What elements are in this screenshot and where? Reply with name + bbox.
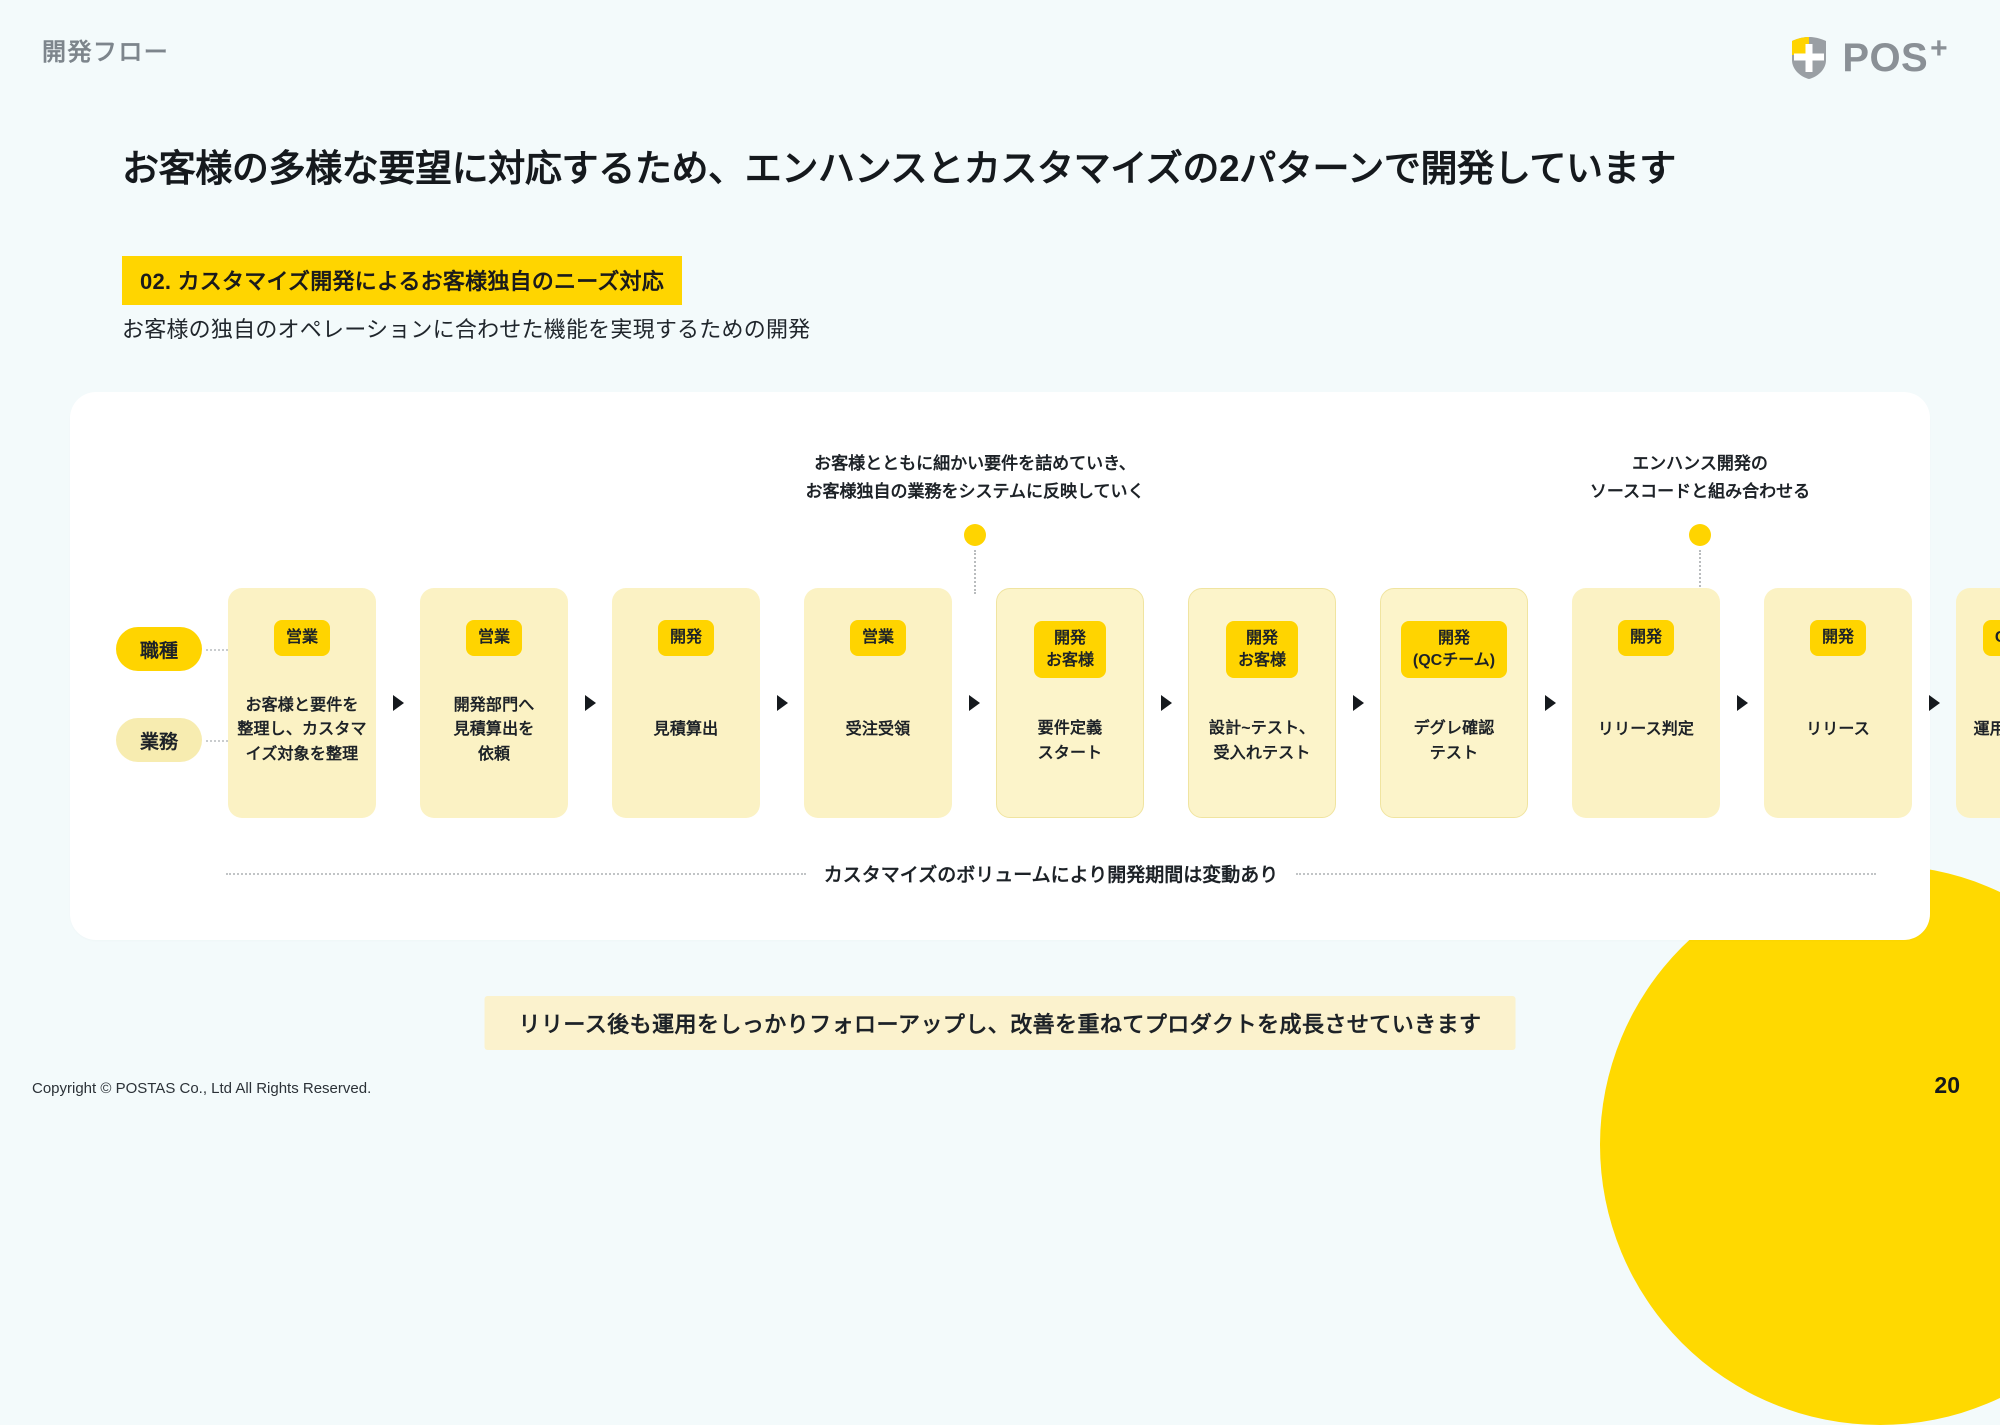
section-tag: 02. カスタマイズ開発によるお客様独自のニーズ対応 xyxy=(122,256,682,305)
pin-connector-line xyxy=(974,550,976,595)
corner-decoration-circle xyxy=(1600,865,2000,1425)
duration-note: カスタマイズのボリュームにより開発期間は変動あり xyxy=(226,860,1877,887)
pin-icon xyxy=(964,524,986,547)
flow-step-card[interactable]: 開発リリース判定 xyxy=(1572,588,1720,818)
flow-arrow-icon xyxy=(568,588,612,818)
flow-arrow-icon xyxy=(1528,588,1572,818)
page-eyebrow: 開発フロー xyxy=(42,39,170,66)
flow-arrow-icon xyxy=(376,588,420,818)
flow-arrow-icon xyxy=(1144,588,1188,818)
flow-step-label: 要件定義 スタート xyxy=(1037,719,1103,762)
post-logo: POS + xyxy=(1790,34,1948,80)
callout-enhance-merge: エンハンス開発の ソースコードと組み合わせる xyxy=(1480,450,1920,595)
flow-step-body: リリース xyxy=(1798,656,1878,818)
flow-step-label: デグレ確認 テスト xyxy=(1413,719,1495,762)
row-label-role: 職種 xyxy=(116,627,202,671)
flow-step-label: 運用・導入支援 xyxy=(1973,721,2000,739)
flow-step-role-badge: CS・開発 xyxy=(1982,620,2000,656)
flow-step-label: お客様と要件を 整理し、カスタマ イズ対象を整理 xyxy=(237,696,367,764)
flow-step-label: リリース xyxy=(1806,721,1870,739)
flow-step-card[interactable]: 営業お客様と要件を 整理し、カスタマ イズ対象を整理 xyxy=(228,588,376,818)
flow-step-role-badge: 開発 お客様 xyxy=(1225,621,1298,679)
flow-step-body: お客様と要件を 整理し、カスタマ イズ対象を整理 xyxy=(229,656,374,818)
callout-line-2: ソースコードと組み合わせる xyxy=(1589,482,1811,502)
flow-arrow-icon xyxy=(1720,588,1764,818)
copyright-text: Copyright © POSTAS Co., Ltd All Rights R… xyxy=(32,1080,372,1097)
page-title: お客様の多様な要望に対応するため、エンハンスとカスタマイズの2パターンで開発して… xyxy=(122,148,1676,189)
row-label-task: 業務 xyxy=(116,718,202,762)
flow-arrow-icon xyxy=(1912,588,1956,818)
flow-step-body: 見積算出 xyxy=(646,656,727,818)
flow-step-role-badge: 開発 お客様 xyxy=(1033,621,1106,679)
flow-step-label: リリース判定 xyxy=(1597,721,1695,739)
flow-arrow-icon xyxy=(952,588,996,818)
flow-step-body: デグレ確認 テスト xyxy=(1406,678,1503,817)
flow-step-card[interactable]: CS・開発運用・導入支援 xyxy=(1956,588,2000,818)
post-logo-wordmark: POS + xyxy=(1842,34,1948,80)
callout-line-1: エンハンス開発の xyxy=(1632,454,1768,473)
flow-step-body: 設計~テスト、 受入れテスト xyxy=(1201,678,1323,817)
pin-icon xyxy=(1689,524,1711,547)
flow-step-body: 受注受領 xyxy=(838,656,919,818)
flow-step-card[interactable]: 営業受注受領 xyxy=(804,588,952,818)
flow-step-card[interactable]: 開発見積算出 xyxy=(612,588,760,818)
flow-step-card[interactable]: 開発 (QCチーム) デグレ確認 テスト xyxy=(1380,588,1528,818)
section-description: お客様の独自のオペレーションに合わせた機能を実現するための開発 xyxy=(122,317,811,342)
note-dash-right xyxy=(1296,872,1877,875)
flow-step-body: 運用・導入支援 xyxy=(1965,656,2000,818)
flow-step-body: 開発部門へ 見積算出を 依頼 xyxy=(446,656,543,818)
flow-step-role-badge: 営業 xyxy=(273,620,330,656)
flow-step-label: 設計~テスト、 受入れテスト xyxy=(1208,719,1316,762)
flow-step-body: 要件定義 スタート xyxy=(1030,678,1111,817)
flow-step-role-badge: 営業 xyxy=(465,620,522,656)
flow-step-body: リリース判定 xyxy=(1590,656,1702,818)
callout-line-1: お客様とともに細かい要件を詰めていき、 xyxy=(814,454,1136,473)
flow-step-role-badge: 開発 xyxy=(1617,620,1674,656)
flow-arrow-icon xyxy=(760,588,804,818)
flow-step-role-badge: 営業 xyxy=(849,620,906,656)
flow-step-label: 開発部門へ 見積算出を 依頼 xyxy=(453,696,535,764)
post-logo-plus: + xyxy=(1930,32,1948,65)
callout-requirements: お客様とともに細かい要件を詰めていき、 お客様独自の業務をシステムに反映していく xyxy=(675,450,1275,595)
note-text: カスタマイズのボリュームにより開発期間は変動あり xyxy=(823,865,1279,886)
note-dash-left xyxy=(226,872,806,875)
post-logo-text: POS xyxy=(1842,36,1929,80)
flow-step-role-badge: 開発 (QCチーム) xyxy=(1400,621,1508,679)
flow-step-card[interactable]: 開発 お客様設計~テスト、 受入れテスト xyxy=(1188,588,1336,818)
flow-step-label: 見積算出 xyxy=(653,721,719,739)
flow-steps-row: 営業お客様と要件を 整理し、カスタマ イズ対象を整理営業開発部門へ 見積算出を … xyxy=(228,588,2000,818)
pin-connector-line xyxy=(1699,550,1701,595)
flow-step-role-badge: 開発 xyxy=(657,620,714,656)
flow-step-card[interactable]: 営業開発部門へ 見積算出を 依頼 xyxy=(420,588,568,818)
flow-step-role-badge: 開発 xyxy=(1809,620,1866,656)
page-number: 20 xyxy=(1934,1072,1960,1098)
flow-step-card[interactable]: 開発リリース xyxy=(1764,588,1912,818)
flow-step-card[interactable]: 開発 お客様要件定義 スタート xyxy=(996,588,1144,818)
post-shield-logo-icon xyxy=(1790,36,1828,80)
footer-banner: リリース後も運用をしっかりフォローアップし、改善を重ねてプロダクトを成長させてい… xyxy=(484,996,1516,1050)
flow-step-label: 受注受領 xyxy=(845,721,911,739)
callout-line-2: お客様独自の業務をシステムに反映していく xyxy=(805,482,1145,502)
flow-arrow-icon xyxy=(1336,588,1380,818)
